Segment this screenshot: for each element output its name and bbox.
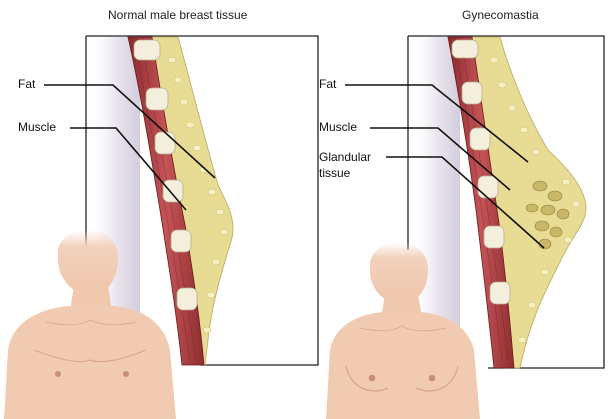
left-fat-label: Fat bbox=[18, 77, 35, 92]
right-fat-label: Fat bbox=[319, 77, 336, 92]
left-muscle-label: Muscle bbox=[18, 120, 56, 135]
left-panel-title: Normal male breast tissue bbox=[108, 8, 247, 22]
right-torso bbox=[326, 312, 480, 419]
left-torso bbox=[4, 306, 176, 419]
right-muscle-label: Muscle bbox=[319, 120, 357, 135]
left-person bbox=[4, 230, 176, 419]
right-nipple-r bbox=[429, 375, 436, 382]
right-panel bbox=[326, 36, 604, 419]
right-glandular-label-line2: tissue bbox=[319, 166, 350, 181]
left-nipple-r bbox=[123, 371, 129, 377]
left-panel bbox=[4, 36, 318, 419]
left-nipple-l bbox=[55, 371, 61, 377]
right-glandular-label-line1: Glandular bbox=[319, 150, 371, 165]
right-panel-title: Gynecomastia bbox=[462, 8, 539, 22]
right-nipple-l bbox=[369, 375, 376, 382]
